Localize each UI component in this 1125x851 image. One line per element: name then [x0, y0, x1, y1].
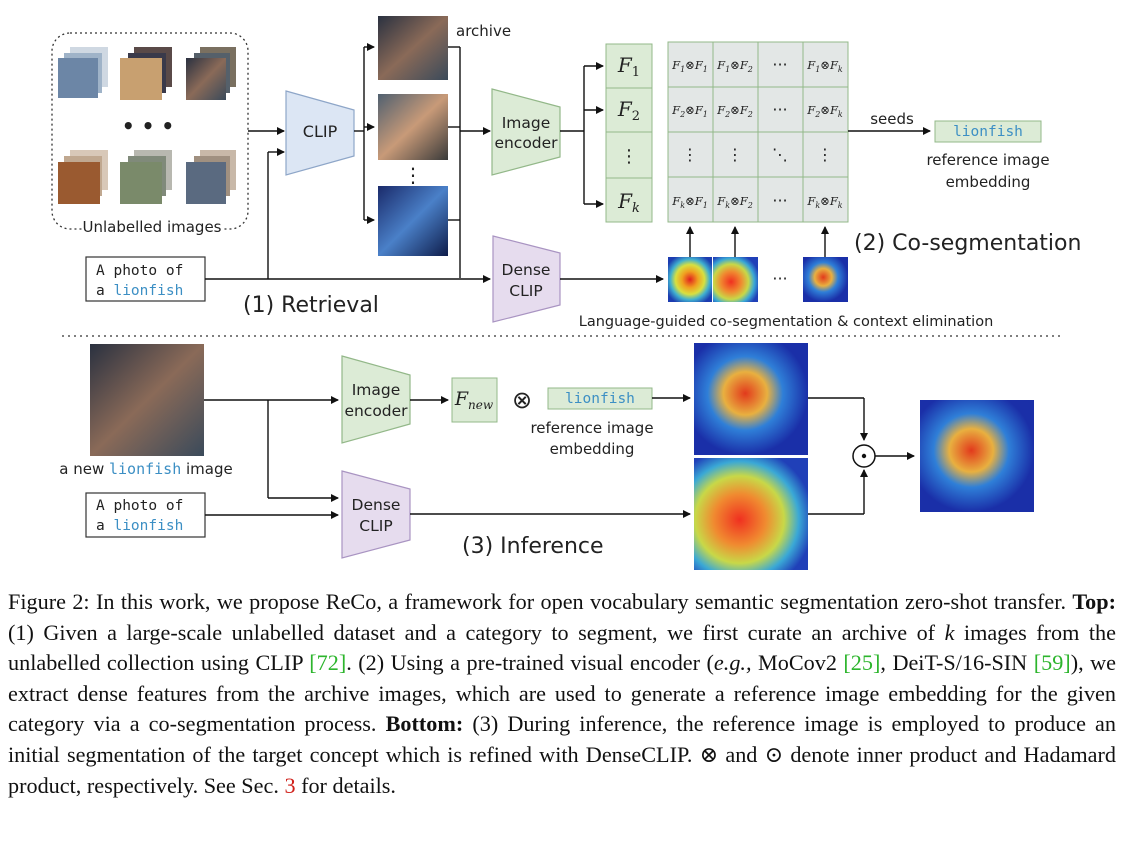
prompt-box-top — [85, 256, 206, 302]
dense-clip-top-1: Dense — [502, 261, 551, 279]
language-guided-label: Language-guided co-segmentation & contex… — [579, 314, 994, 330]
svg-text:···: ··· — [772, 100, 787, 119]
inference-label: (3) Inference — [462, 534, 604, 559]
svg-text:Fk⊗F2: Fk⊗F2 — [716, 194, 753, 210]
prompt-bottom-line-1: A photo of — [96, 498, 183, 514]
matrix-cells: F1⊗F1 F1⊗F2 ··· F1⊗Fk F2⊗F1 F2⊗F2 ··· F2… — [671, 55, 843, 210]
svg-text:Fk⊗F1: Fk⊗F1 — [671, 194, 708, 210]
final-segmentation — [920, 400, 1034, 512]
image-encoder-label-1: Image — [502, 114, 551, 132]
unlabelled-images-label: Unlabelled images — [83, 218, 222, 236]
svg-text:F2⊗Fk: F2⊗Fk — [806, 103, 843, 119]
prompt-box-bottom — [85, 492, 206, 538]
svg-text:F2⊗F1: F2⊗F1 — [671, 103, 708, 119]
new-image-caption: a new lionfish image — [59, 460, 232, 478]
dense-clip-block-bottom — [341, 470, 411, 559]
svg-text:F1⊗F2: F1⊗F2 — [716, 58, 753, 74]
feature-column — [605, 43, 653, 223]
svg-text:···: ··· — [772, 55, 787, 74]
dense-clip-block-top — [492, 235, 561, 323]
denseclip-segmentation-heatmap — [694, 458, 808, 570]
unlabelled-thumbnails — [58, 47, 236, 204]
prompt-top-line-2: a lionfish — [96, 283, 183, 299]
svg-text:F2⊗F2: F2⊗F2 — [716, 103, 753, 119]
lionfish-token-top — [934, 120, 1042, 143]
new-lionfish-image — [90, 344, 204, 456]
svg-text:⋱: ⋱ — [772, 145, 788, 164]
dense-clip-bottom-2: CLIP — [359, 517, 392, 535]
svg-text:⋮: ⋮ — [682, 145, 698, 164]
otimes-symbol: ⊗ — [512, 386, 532, 414]
ref-embedding-top-2: embedding — [946, 173, 1031, 191]
dense-clip-heatmaps — [668, 257, 848, 302]
retrieval-label: (1) Retrieval — [243, 293, 379, 318]
svg-text:⋮: ⋮ — [817, 145, 833, 164]
svg-text:Fk⊗Fk: Fk⊗Fk — [806, 194, 842, 210]
lionfish-token-bottom-text: lionfish — [565, 391, 635, 407]
clip-block — [285, 90, 355, 176]
f-new-box — [451, 377, 498, 423]
clip-label: CLIP — [303, 122, 338, 141]
ref-embedding-bottom-2: embedding — [550, 440, 635, 458]
svg-text:F1⊗F1: F1⊗F1 — [671, 58, 708, 74]
archive-label: archive — [456, 22, 511, 40]
ellipsis-dots: • • • — [122, 114, 174, 138]
dense-clip-bottom-1: Dense — [352, 496, 401, 514]
archive-images — [378, 16, 448, 256]
heatmap-dots: ··· — [772, 269, 787, 288]
prompt-bottom-line-2: a lionfish — [96, 518, 183, 534]
svg-text:···: ··· — [772, 191, 787, 210]
cosegmentation-label: (2) Co-segmentation — [854, 231, 1081, 256]
image-encoder-block-bottom — [341, 355, 411, 444]
figure-caption: Figure 2: In this work, we propose ReCo,… — [8, 589, 1116, 798]
lionfish-token-top-text: lionfish — [953, 124, 1023, 140]
image-encoder-block-top — [491, 88, 561, 176]
archive-vdots: ⋮ — [403, 163, 423, 187]
feature-vdots: ⋮ — [620, 146, 638, 167]
similarity-matrix — [667, 41, 849, 223]
image-encoder-bottom-2: encoder — [344, 402, 408, 420]
seeds-label: seeds — [870, 110, 914, 128]
dense-clip-top-2: CLIP — [509, 282, 542, 300]
ref-embedding-bottom-1: reference image — [530, 419, 653, 437]
reference-segmentation-heatmap — [694, 343, 808, 455]
method-diagram: • • • Unlabelled images CLIP archive ⋮ I… — [51, 16, 1081, 570]
image-encoder-label-2: encoder — [494, 134, 558, 152]
image-encoder-bottom-1: Image — [352, 381, 401, 399]
ref-embedding-top-1: reference image — [926, 151, 1049, 169]
svg-text:F1⊗Fk: F1⊗Fk — [806, 58, 843, 74]
svg-text:⋮: ⋮ — [727, 145, 743, 164]
prompt-top-line-1: A photo of — [96, 263, 183, 279]
